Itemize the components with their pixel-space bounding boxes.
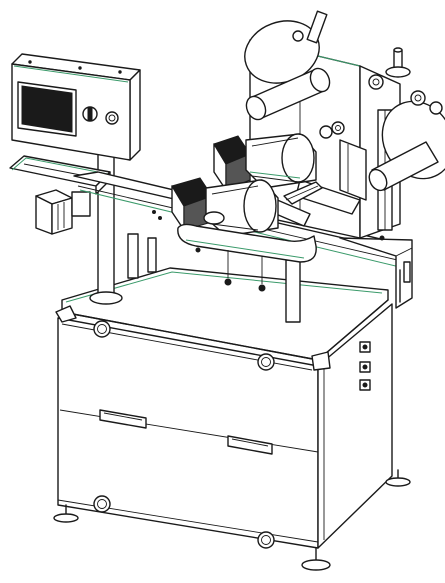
guide-rollers — [319, 74, 443, 139]
cable-connector-icon — [359, 341, 371, 391]
leveling-foot — [301, 547, 331, 571]
tension-knob[interactable] — [385, 47, 411, 78]
conveyor-support — [285, 259, 301, 323]
leveling-foot — [53, 504, 79, 523]
corner-bracket — [55, 305, 77, 323]
cabinet-side — [317, 303, 393, 549]
stepper-motor — [35, 189, 91, 235]
door-knob[interactable] — [257, 353, 275, 371]
push-button-icon[interactable] — [105, 111, 119, 125]
selector-switch-icon[interactable] — [82, 106, 98, 122]
drawer-handle[interactable] — [227, 435, 273, 455]
control-panel — [11, 53, 141, 161]
corner-bracket — [311, 351, 331, 371]
label-roll — [368, 100, 445, 192]
door-knobs — [93, 320, 275, 549]
conveyor-end-frame — [339, 237, 413, 309]
door-knob[interactable] — [93, 320, 111, 338]
belt-drive — [177, 223, 317, 292]
servo-motor — [171, 177, 279, 237]
pole-base-flange — [89, 291, 123, 305]
peel-plate — [283, 181, 323, 205]
conveyor-support — [127, 233, 139, 279]
servo-motor — [213, 133, 317, 191]
door-knob[interactable] — [93, 495, 111, 513]
conveyor-support — [147, 237, 157, 273]
panel-side — [129, 69, 141, 161]
touch-screen[interactable] — [21, 85, 73, 133]
base-cabinet — [55, 267, 393, 549]
label-roll — [244, 10, 331, 121]
drawer-handle[interactable] — [99, 409, 147, 429]
leveling-foot — [385, 469, 411, 487]
door-knob[interactable] — [257, 531, 275, 549]
rewind-handle[interactable] — [306, 10, 328, 44]
